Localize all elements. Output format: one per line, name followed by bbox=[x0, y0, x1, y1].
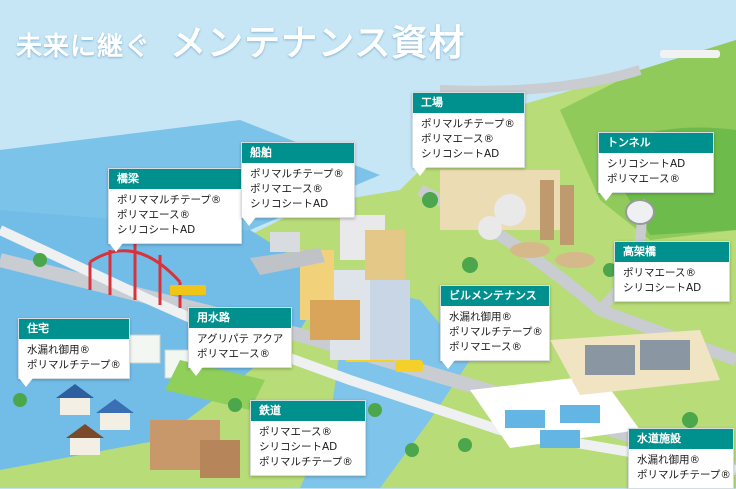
headline-title: メンテナンス資材 bbox=[170, 23, 466, 64]
callout-bridge-item: シリコシートAD bbox=[117, 224, 196, 236]
callout-railway-item: ポリマルチテープ® bbox=[259, 456, 353, 468]
callout-tunnel-title: トンネル bbox=[599, 133, 713, 153]
callout-water-facility-item: 水漏れ御用® bbox=[637, 454, 700, 466]
callout-viaduct: 高架橋 ポリマエース® シリコシートAD bbox=[614, 241, 730, 302]
callout-ship: 船舶 ポリマルチテープ® ポリマエース® シリコシートAD bbox=[241, 142, 355, 226]
callout-canal-title: 用水路 bbox=[189, 308, 291, 328]
callout-railway: 鉄道 ポリマエース® シリコシートAD ポリマルチテープ® bbox=[250, 400, 366, 476]
callout-house-item: 水漏れ御用® bbox=[27, 344, 90, 356]
callout-factory-item: シリコシートAD bbox=[421, 148, 500, 160]
callout-ship-item: シリコシートAD bbox=[250, 198, 329, 210]
callout-factory-title: 工場 bbox=[413, 93, 524, 113]
callout-house-title: 住宅 bbox=[19, 319, 129, 339]
callout-canal: 用水路 アグリパテ アクア ポリマエース® bbox=[188, 307, 292, 376]
callout-factory-item: ポリマルチテープ® bbox=[421, 118, 515, 130]
callout-water-facility: 水道施設 水漏れ御用® ポリマルチテープ® bbox=[628, 428, 734, 489]
callout-ship-title: 船舶 bbox=[242, 143, 354, 163]
callout-ship-item: ポリマルチテープ® bbox=[250, 168, 344, 180]
callout-viaduct-title: 高架橋 bbox=[615, 242, 729, 262]
callout-viaduct-item: シリコシートAD bbox=[623, 282, 702, 294]
callout-railway-item: シリコシートAD bbox=[259, 441, 338, 453]
callout-building-title: ビルメンテナンス bbox=[441, 286, 549, 306]
callout-building: ビルメンテナンス 水漏れ御用® ポリマルチテープ® ポリマエース® bbox=[440, 285, 550, 369]
callout-bridge-item: ポリママルチテープ® bbox=[117, 194, 222, 206]
callout-ship-item: ポリマエース® bbox=[250, 183, 323, 195]
callout-building-item: ポリマルチテープ® bbox=[449, 326, 543, 338]
callout-railway-title: 鉄道 bbox=[251, 401, 365, 421]
callout-factory-item: ポリマエース® bbox=[421, 133, 494, 145]
callout-tunnel-item: シリコシートAD bbox=[607, 158, 686, 170]
callout-water-facility-title: 水道施設 bbox=[629, 429, 733, 449]
callout-canal-item: アグリパテ アクア bbox=[197, 333, 284, 345]
callout-house-item: ポリマルチテープ® bbox=[27, 359, 121, 371]
callout-viaduct-item: ポリマエース® bbox=[623, 267, 696, 279]
callout-bridge-title: 橋梁 bbox=[109, 169, 241, 189]
callout-factory: 工場 ポリマルチテープ® ポリマエース® シリコシートAD bbox=[412, 92, 525, 176]
callout-house: 住宅 水漏れ御用® ポリマルチテープ® bbox=[18, 318, 130, 387]
callout-building-item: 水漏れ御用® bbox=[449, 311, 512, 323]
callout-water-facility-item: ポリマルチテープ® bbox=[637, 469, 731, 481]
callout-tunnel: トンネル シリコシートAD ポリマエース® bbox=[598, 132, 714, 201]
callout-bridge-item: ポリマエース® bbox=[117, 209, 190, 221]
callout-tunnel-item: ポリマエース® bbox=[607, 173, 680, 185]
headline-subtitle: 未来に継ぐ bbox=[16, 32, 152, 62]
callout-building-item: ポリマエース® bbox=[449, 341, 522, 353]
callout-bridge: 橋梁 ポリママルチテープ® ポリマエース® シリコシートAD bbox=[108, 168, 242, 252]
headline: 未来に継ぐ メンテナンス資材 bbox=[16, 14, 465, 66]
callout-railway-item: ポリマエース® bbox=[259, 426, 332, 438]
callout-canal-item: ポリマエース® bbox=[197, 348, 270, 360]
